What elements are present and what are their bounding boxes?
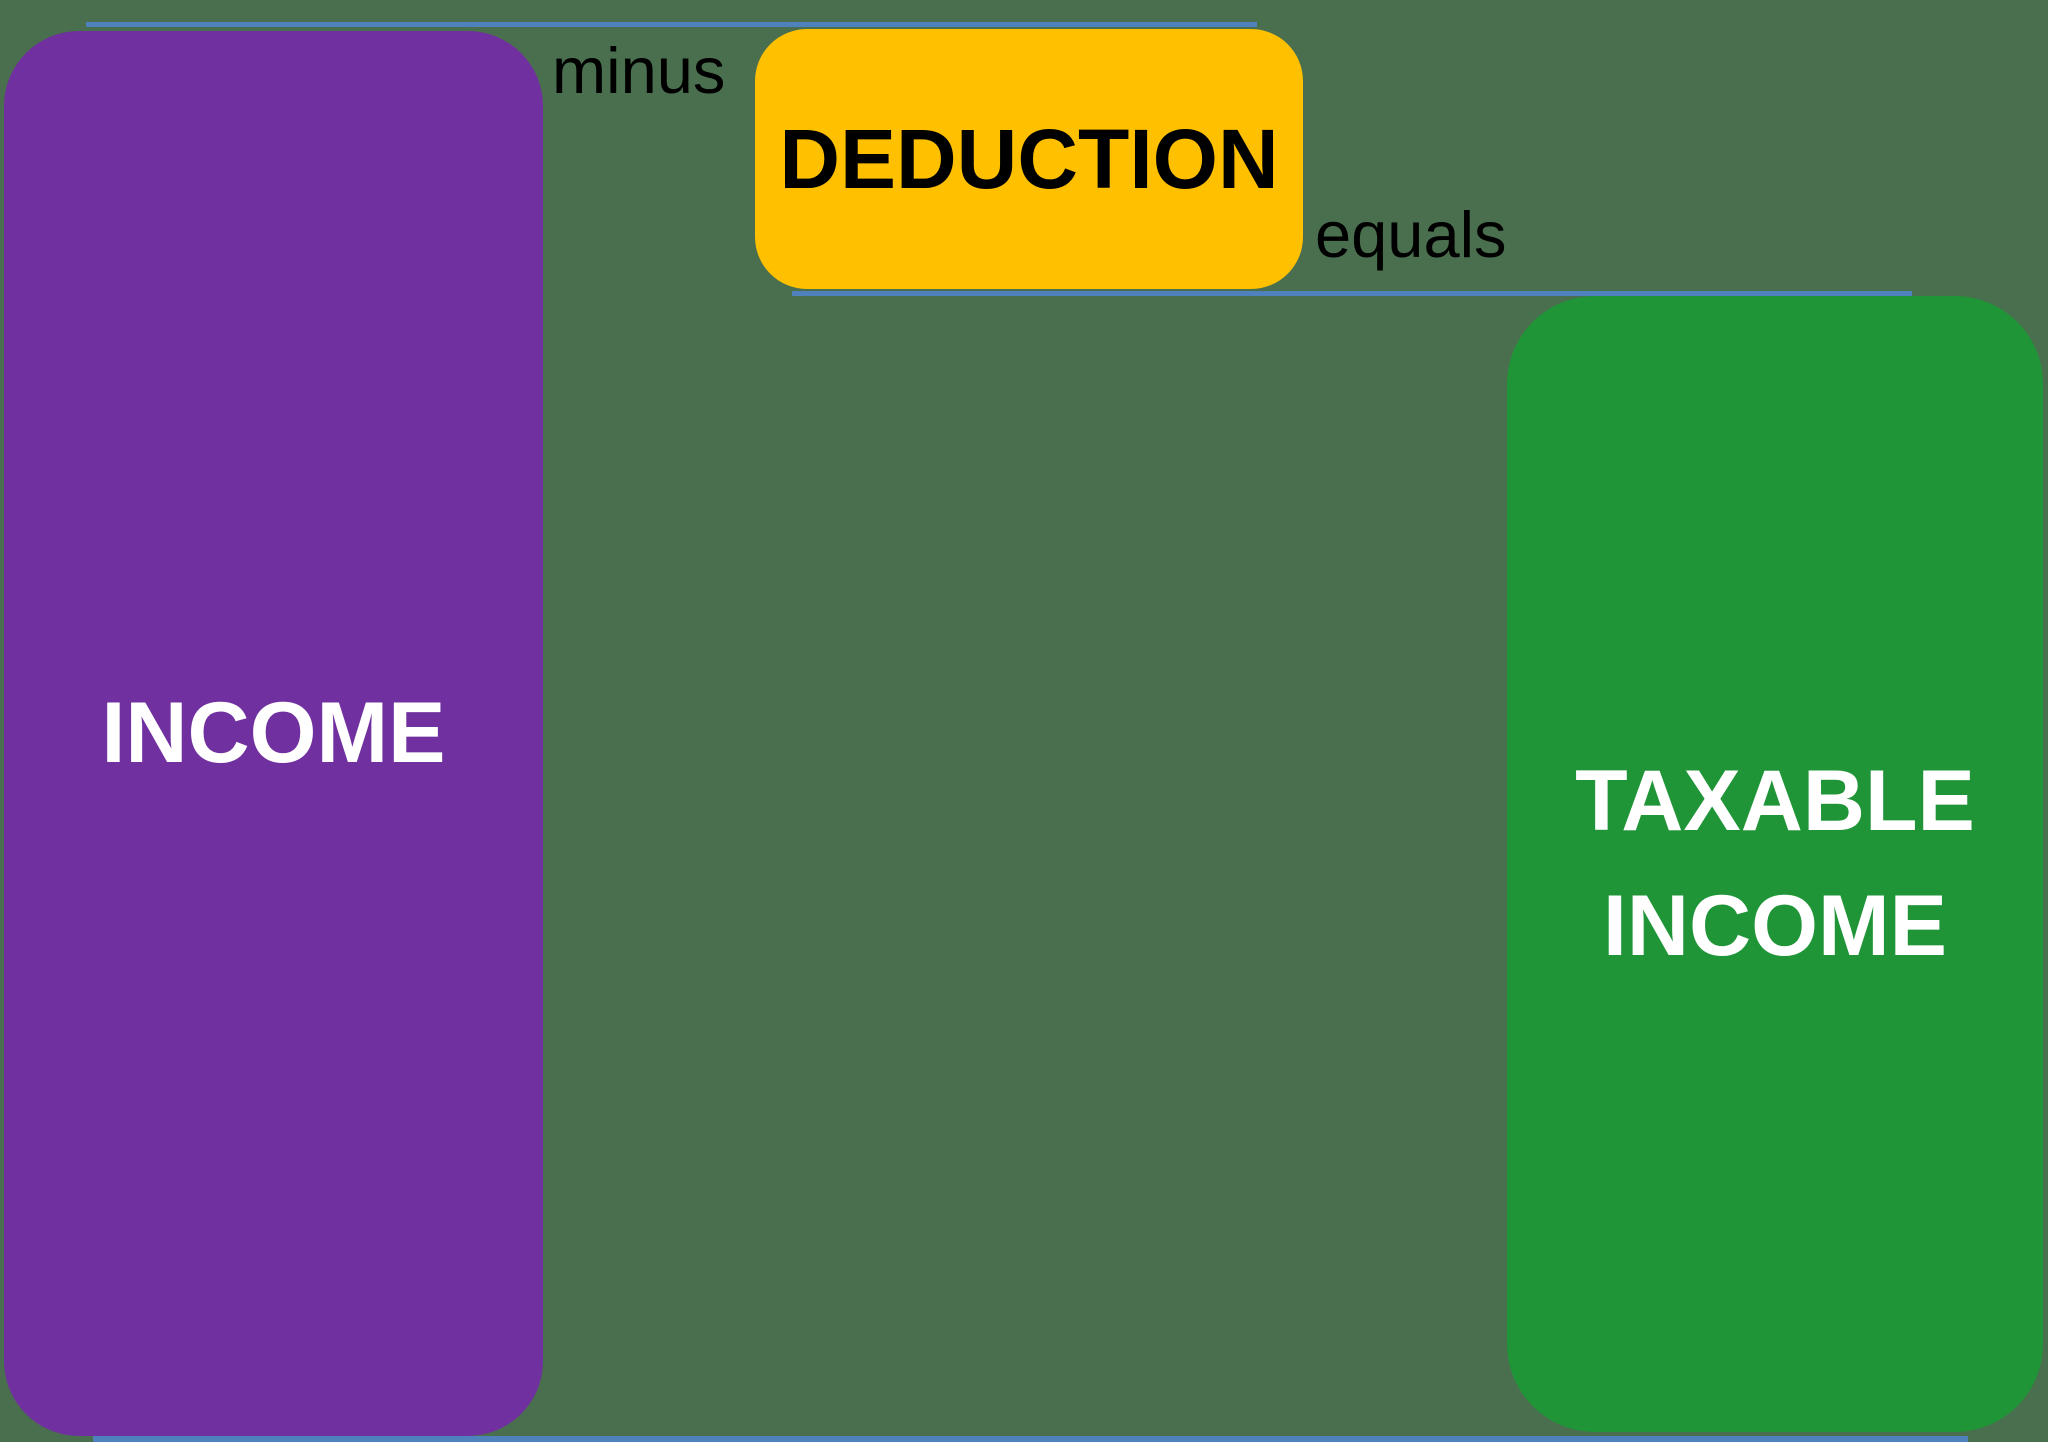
bottom-accent-line [93, 1436, 1968, 1442]
middle-accent-line [792, 291, 1912, 296]
deduction-box: DEDUCTION [755, 29, 1303, 289]
income-box: INCOME [4, 31, 543, 1436]
taxable-income-box: TAXABLE INCOME [1507, 296, 2043, 1432]
top-accent-line [86, 22, 1257, 27]
deduction-label: DEDUCTION [779, 111, 1279, 206]
taxable-income-label: TAXABLE INCOME [1575, 753, 1975, 974]
income-label: INCOME [101, 685, 446, 781]
minus-operator-label: minus [552, 34, 726, 107]
equals-operator-label: equals [1315, 198, 1507, 271]
